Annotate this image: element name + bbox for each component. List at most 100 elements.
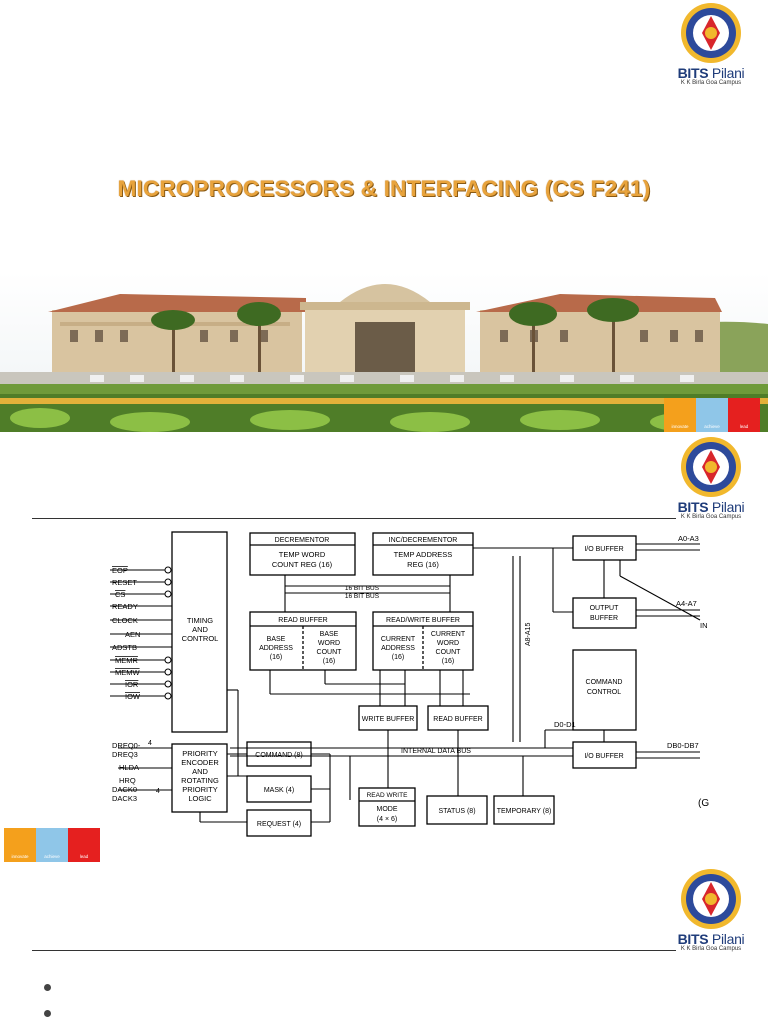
in-label: IN: [700, 621, 708, 630]
io-buffer-1-label: I/O BUFFER: [584, 546, 623, 553]
io-buffer-2-label: I/O BUFFER: [584, 753, 623, 760]
campus-photo: [0, 272, 768, 432]
pin-ready: READY: [112, 602, 138, 611]
logo-brand: BITS Pilani: [677, 931, 745, 947]
bits-logo: BITS Pilani K K Birla Goa Campus: [668, 868, 754, 953]
timing-label-3: CONTROL: [182, 634, 219, 643]
base-word-label: (16): [323, 658, 335, 665]
incdec-label: INC/DECREMENTOR: [389, 537, 458, 544]
a0a3-label: A0-A3: [678, 534, 699, 543]
command-label: COMMAND (8): [255, 752, 302, 759]
bullet-point: [44, 984, 51, 991]
pin-hlda: HLDA: [119, 763, 139, 772]
base-addr-label: ADDRESS: [259, 645, 293, 652]
temp-addr-label: TEMP ADDRESS: [394, 550, 453, 559]
timing-control-block: [171, 531, 228, 733]
pin-cs: CS: [115, 590, 125, 599]
cur-word-label: WORD: [437, 640, 459, 647]
tagline-achieve: achieve: [36, 828, 68, 862]
output-buffer-label: OUTPUT: [590, 605, 620, 612]
logo-campus: K K Birla Goa Campus: [680, 80, 742, 86]
bits-logo: BITS Pilani K K Birla Goa Campus: [668, 436, 754, 521]
temp-word-label: TEMP WORD: [279, 550, 326, 559]
priority-label: LOGIC: [188, 794, 212, 803]
cur-addr-label: CURRENT: [381, 636, 416, 643]
pin-hrq: HRQ: [119, 776, 136, 785]
bus-width-4: 4: [156, 788, 160, 795]
pin-aen: AEN: [125, 630, 140, 639]
mask-label: MASK (4): [264, 787, 294, 794]
logo-campus: K K Birla Goa Campus: [680, 514, 742, 520]
bus-width-4: 4: [148, 740, 152, 747]
tagline-innovate: innovate: [664, 398, 696, 432]
diagram-slide: BITS Pilani K K Birla Goa Campus innovat…: [0, 432, 768, 864]
d0d1-label: D0-D1: [554, 720, 576, 729]
base-word-label: COUNT: [317, 649, 343, 656]
cur-word-label: CURRENT: [431, 631, 466, 638]
read-buffer-top-label: READ BUFFER: [278, 617, 327, 624]
status-label: STATUS (8): [438, 808, 475, 815]
priority-label: AND: [192, 767, 208, 776]
tagline-achieve: achieve: [696, 398, 728, 432]
cur-addr-label: (16): [392, 654, 404, 661]
output-buffer-label: BUFFER: [590, 615, 618, 622]
header-rule: [32, 518, 676, 519]
dma-block-diagram: EOP RESET CS READY CLOCK AEN ADSTB MEMR …: [110, 531, 708, 837]
bullet-point: [44, 1010, 51, 1017]
base-addr-label: (16): [270, 654, 282, 661]
rw-mode-label: MODE: [377, 806, 398, 813]
tagline-strip: innovate achieve lead: [664, 398, 760, 432]
command-control-label: COMMAND: [586, 679, 623, 686]
rw-mode-label: READ WRITE: [367, 792, 408, 799]
figure-note: (G: [698, 798, 710, 809]
rw-mode-label: (4 × 6): [377, 816, 397, 823]
priority-label: ROTATING: [181, 776, 219, 785]
pin-iow: IOW: [125, 692, 141, 701]
tagline-strip: innovate achieve lead: [4, 828, 100, 862]
logo-brand: BITS Pilani: [677, 65, 745, 81]
pin-dack0: DACK0-: [112, 785, 140, 794]
temp-word-label: COUNT REG (16): [272, 560, 333, 569]
write-buffer-label: WRITE BUFFER: [362, 716, 415, 723]
pin-memr: MEMR: [115, 656, 138, 665]
bits-emblem-icon: [681, 869, 741, 929]
pin-reset: RESET: [112, 578, 137, 587]
bits-emblem-icon: [681, 437, 741, 497]
db0db7-label: DB0-DB7: [667, 741, 699, 750]
pin-clock: CLOCK: [112, 616, 138, 625]
cur-addr-label: ADDRESS: [381, 645, 415, 652]
pin-adstb: ADSTB: [112, 643, 137, 652]
base-word-label: BASE: [320, 631, 339, 638]
logo-brand: BITS Pilani: [677, 499, 745, 515]
decrementor-label: DECREMENTOR: [275, 537, 330, 544]
bits-emblem-icon: [681, 3, 741, 63]
title-slide: BITS Pilani K K Birla Goa Campus MICROPR…: [0, 0, 768, 432]
timing-label-2: AND: [192, 625, 208, 634]
pin-eop: EOP: [112, 566, 128, 575]
request-label: REQUEST (4): [257, 821, 301, 828]
cur-word-label: (16): [442, 658, 454, 665]
header-rule: [32, 950, 676, 951]
rw-buffer-label: READ/WRITE BUFFER: [386, 617, 460, 624]
base-addr-label: BASE: [267, 636, 286, 643]
priority-label: ENCODER: [181, 758, 219, 767]
bus16-label: 16 BIT BUS: [345, 593, 380, 600]
temporary-label: TEMPORARY (8): [497, 808, 552, 815]
tagline-innovate: innovate: [4, 828, 36, 862]
command-control-label: CONTROL: [587, 689, 621, 696]
pin-ior: IOR: [125, 680, 139, 689]
a4a7-label: A4-A7: [676, 599, 697, 608]
timing-label-1: TIMING: [187, 616, 213, 625]
tagline-lead: lead: [728, 398, 760, 432]
priority-label: PRIORITY: [182, 785, 217, 794]
internal-bus-label: INTERNAL DATA BUS: [401, 748, 471, 755]
bits-logo: BITS Pilani K K Birla Goa Campus: [668, 2, 754, 87]
content-slide: BITS Pilani K K Birla Goa Campus: [0, 864, 768, 1024]
temp-addr-label: REG (16): [407, 560, 439, 569]
pin-dack3: DACK3: [112, 794, 137, 803]
pin-dreq3: DREQ3: [112, 750, 138, 759]
bus16-label: 16 BIT BUS: [345, 585, 380, 592]
cur-word-label: COUNT: [436, 649, 462, 656]
read-buffer-label: READ BUFFER: [433, 716, 482, 723]
pin-memw: MEMW: [115, 668, 140, 677]
